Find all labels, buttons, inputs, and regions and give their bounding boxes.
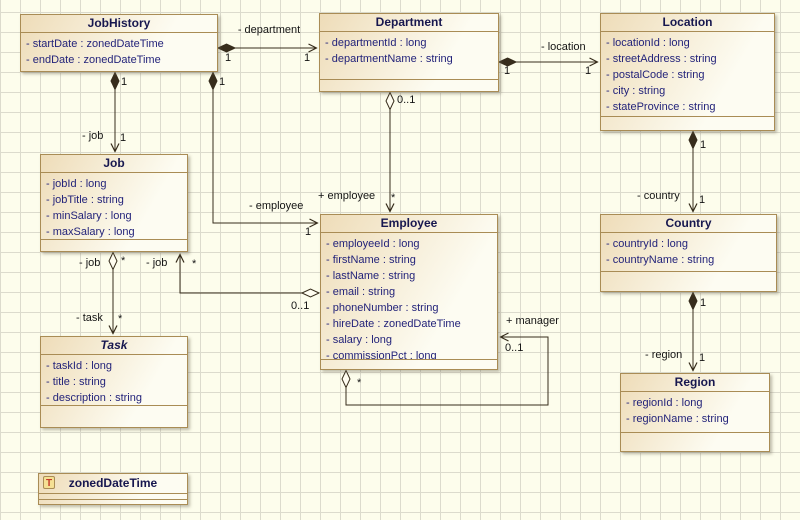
- edge-mult: 1: [304, 52, 311, 64]
- attribute-row: - regionId : long: [626, 397, 703, 409]
- edge-mult: 1: [699, 194, 706, 206]
- attribute-row: - departmentId : long: [325, 37, 427, 49]
- edge-mult: 0..1: [291, 300, 310, 312]
- edge-mult: *: [121, 255, 126, 267]
- edge-label-task: - task: [76, 312, 103, 324]
- edge-label-job: - job: [82, 130, 104, 142]
- edge-mult: 1: [219, 76, 226, 88]
- attribute-row: - salary : long: [326, 334, 393, 346]
- class-title: Task: [41, 337, 187, 355]
- attribute-row: - postalCode : string: [606, 69, 705, 81]
- class-jobhistory[interactable]: JobHistory - startDate : zonedDateTime -…: [20, 14, 218, 72]
- class-title: Region: [621, 374, 769, 392]
- edge-label-region: - region: [645, 349, 683, 361]
- edge-mult: 1: [305, 226, 312, 238]
- attribute-row: - hireDate : zonedDateTime: [326, 318, 461, 330]
- class-location[interactable]: Location - locationId : long - streetAdd…: [600, 13, 775, 131]
- attribute-list: - jobId : long - jobTitle : string - min…: [41, 173, 187, 239]
- attribute-row: - locationId : long: [606, 37, 690, 49]
- edge-mult: *: [192, 258, 197, 270]
- class-title: JobHistory: [21, 15, 217, 33]
- attribute-row: - jobId : long: [46, 178, 107, 190]
- datatype-compartment: [39, 493, 187, 499]
- attribute-row: - endDate : zonedDateTime: [26, 54, 161, 66]
- attribute-row: - regionName : string: [626, 413, 729, 425]
- operations-compartment: [621, 432, 769, 451]
- class-title: Department: [320, 14, 498, 32]
- operations-compartment: [601, 271, 776, 291]
- attribute-row: - jobTitle : string: [46, 194, 124, 206]
- operations-compartment: [601, 116, 774, 130]
- edge-mult: 1: [121, 76, 128, 88]
- class-region[interactable]: Region - regionId : long - regionName : …: [620, 373, 770, 452]
- edge-label-employee-plus: + employee: [318, 190, 376, 202]
- attribute-row: - lastName : string: [326, 270, 416, 282]
- attribute-list: - countryId : long - countryName : strin…: [601, 233, 776, 271]
- class-country[interactable]: Country - countryId : long - countryName…: [600, 214, 777, 292]
- class-job[interactable]: Job - jobId : long - jobTitle : string -…: [40, 154, 188, 252]
- attribute-row: - countryId : long: [606, 238, 688, 250]
- attribute-row: - departmentName : string: [325, 53, 453, 65]
- attribute-row: - countryName : string: [606, 254, 715, 266]
- class-title: Job: [41, 155, 187, 173]
- attribute-row: - title : string: [46, 376, 106, 388]
- attribute-row: - stateProvince : string: [606, 101, 716, 113]
- edge-label-location: - location: [541, 41, 586, 53]
- edge-mult: *: [391, 192, 396, 204]
- edge-mult: *: [357, 377, 362, 389]
- edge-employee-job[interactable]: [180, 255, 319, 294]
- class-task[interactable]: Task - taskId : long - title : string - …: [40, 336, 188, 428]
- operations-compartment: [41, 405, 187, 427]
- attribute-row: - email : string: [326, 286, 396, 298]
- attribute-row: - firstName : string: [326, 254, 416, 266]
- attribute-row: - city : string: [606, 85, 666, 97]
- edge-label-employee: - employee: [249, 200, 304, 212]
- attribute-row: - streetAddress : string: [606, 53, 717, 65]
- operations-compartment: [41, 239, 187, 251]
- edge-label-job2: - job: [146, 257, 168, 269]
- attribute-list: - regionId : long - regionName : string: [621, 392, 769, 432]
- attribute-list: - employeeId : long - firstName : string…: [321, 233, 497, 359]
- operations-compartment: [320, 79, 498, 91]
- attribute-list: - departmentId : long - departmentName :…: [320, 32, 498, 79]
- edge-label-country: - country: [637, 190, 680, 202]
- datatype-icon: T: [43, 476, 55, 489]
- edge-mult: 1: [225, 52, 232, 64]
- edge-mult: 1: [699, 352, 706, 364]
- attribute-row: - phoneNumber : string: [326, 302, 439, 314]
- edge-mult: 1: [700, 297, 707, 309]
- edge-mult: 1: [700, 139, 707, 151]
- edge-role-job: - job: [79, 257, 101, 269]
- datatype-zoneddatetime[interactable]: T zonedDateTime: [38, 473, 188, 505]
- edge-mult: *: [118, 313, 123, 325]
- attribute-list: - startDate : zonedDateTime - endDate : …: [21, 33, 217, 71]
- attribute-row: - employeeId : long: [326, 238, 420, 250]
- edge-mult: 1: [504, 65, 511, 77]
- edge-mult: 0..1: [397, 94, 416, 106]
- edge-mult: 0..1: [505, 342, 524, 354]
- edge-label-manager: + manager: [506, 315, 559, 327]
- edge-mult: 1: [120, 132, 127, 144]
- class-title: Employee: [321, 215, 497, 233]
- class-title: Country: [601, 215, 776, 233]
- class-employee[interactable]: Employee - employeeId : long - firstName…: [320, 214, 498, 370]
- attribute-row: - taskId : long: [46, 360, 113, 372]
- attribute-row: - commissionPct : long: [326, 350, 437, 359]
- attribute-list: - locationId : long - streetAddress : st…: [601, 32, 774, 116]
- edge-label-department: - department: [237, 24, 301, 36]
- edge-mult: 1: [585, 65, 592, 77]
- datatype-title: zonedDateTime: [68, 476, 158, 490]
- datatype-compartment: [39, 499, 187, 506]
- operations-compartment: [321, 359, 497, 369]
- attribute-row: - minSalary : long: [46, 210, 132, 222]
- attribute-row: - startDate : zonedDateTime: [26, 38, 164, 50]
- attribute-list: - taskId : long - title : string - descr…: [41, 355, 187, 405]
- class-department[interactable]: Department - departmentId : long - depar…: [319, 13, 499, 92]
- attribute-row: - description : string: [46, 392, 142, 404]
- class-title: Location: [601, 14, 774, 32]
- attribute-row: - maxSalary : long: [46, 226, 135, 238]
